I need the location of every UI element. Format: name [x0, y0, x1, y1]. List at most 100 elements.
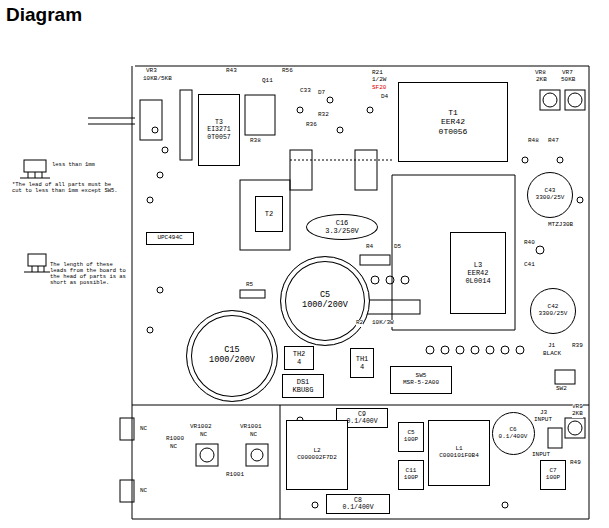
component-box: L1C000101F0B4 — [428, 420, 490, 486]
part-text: L2 — [313, 448, 320, 455]
part-text: KBU8G — [292, 386, 313, 394]
part-label: R4 — [366, 244, 373, 251]
part-text: EER42 — [441, 117, 465, 126]
component-box: UPC494C — [146, 232, 194, 245]
part-label: R5 — [246, 282, 253, 289]
trimmer — [540, 90, 560, 110]
part-label: C41 — [524, 262, 535, 269]
part-label: NC — [200, 432, 207, 439]
part-text: 0T0056 — [439, 127, 468, 136]
component-box: C11100P — [398, 460, 424, 490]
part-label: C33 — [300, 88, 311, 95]
part-label: R38 — [250, 138, 261, 145]
component-box: L2C000002F7D2 — [286, 420, 348, 490]
component-box: L3EER420L0014 — [450, 232, 506, 314]
part-text: EER42 — [467, 269, 488, 277]
component-box: DS1KBU8G — [282, 374, 324, 398]
trimmer — [568, 421, 582, 435]
capacitor-circle: C51000/200V — [280, 256, 370, 346]
part-label: J1 — [548, 343, 555, 350]
part-label: J3 — [540, 410, 547, 417]
shaft — [88, 118, 135, 119]
diagram-title: Diagram — [6, 4, 82, 26]
part-text: UPC494C — [157, 235, 182, 242]
part-text: C5 — [320, 291, 330, 301]
part-text: C000002F7D2 — [297, 455, 337, 462]
part-text: C11 — [406, 468, 417, 475]
capacitor-circle: C163.3/250V — [306, 214, 378, 240]
component-box: T3EI32710T0057 — [198, 94, 240, 166]
component-box: SW5MSR-5-2A00 — [390, 366, 452, 394]
jack — [120, 418, 134, 440]
part-label: 2KB — [536, 77, 547, 84]
part-label: MTZJ30B — [548, 222, 573, 229]
component-box: TH14 — [350, 348, 374, 378]
part-label: VR7 — [562, 70, 573, 77]
component-box: C5100P — [398, 422, 424, 452]
part-text: 100P — [404, 437, 418, 444]
part-label: SW2 — [556, 386, 567, 393]
part-label: R40 — [524, 240, 535, 247]
component-outline — [355, 150, 377, 190]
part-text: 1000/200V — [302, 301, 348, 311]
knob — [251, 449, 263, 461]
note-text: The length of these leads from the board… — [50, 262, 130, 286]
part-text: C15 — [224, 346, 239, 356]
part-text: 100P — [404, 475, 418, 482]
capacitor-circle: C151000/200V — [186, 310, 278, 402]
section-line — [132, 405, 589, 406]
part-label: 10KB/5KB — [143, 76, 172, 83]
trimmer — [565, 418, 585, 438]
part-label: R48 — [528, 138, 539, 145]
knob — [246, 444, 268, 466]
part-label: R39 — [572, 343, 583, 350]
component-box: TH24 — [284, 346, 314, 370]
part-label: R36 — [306, 122, 317, 129]
part-label: NC — [250, 432, 257, 439]
part-label: D5 — [394, 244, 401, 251]
part-text: DS1 — [297, 378, 310, 386]
part-text: 4 — [297, 358, 301, 366]
part-text: C5 — [407, 430, 414, 437]
part-label: R43 — [226, 68, 237, 75]
resistor-symbol — [360, 255, 390, 265]
component-box: C7100P — [540, 460, 566, 490]
component-outline — [245, 95, 275, 135]
part-label: 10K/3W — [372, 320, 394, 327]
capacitor-circle: C433300/25V — [527, 172, 573, 218]
capacitor-circle: C60.1/400V — [492, 412, 535, 455]
part-text: 0L0014 — [465, 277, 490, 285]
pot-body — [140, 100, 162, 140]
part-text: MSR-5-2A00 — [403, 380, 439, 387]
part-text: C9 — [358, 411, 366, 418]
part-text: C6 — [509, 427, 516, 434]
trimmer — [568, 93, 582, 107]
part-label: D4 — [381, 94, 388, 101]
part-text: 0T0057 — [207, 134, 230, 141]
part-text: C8 — [354, 497, 362, 504]
part-label: 1/2W — [372, 77, 386, 84]
part-text: C43 — [545, 188, 556, 195]
note-text: *The lead of all parts must be cut to le… — [12, 182, 124, 194]
part-text: C000101F0B4 — [439, 453, 479, 460]
part-label: VR8 — [535, 70, 546, 77]
shaft — [88, 124, 135, 125]
part-text: TH2 — [293, 350, 306, 358]
part-text: 0.1/400V — [346, 418, 377, 425]
part-text: L3 — [474, 261, 482, 269]
component-outline — [290, 150, 312, 190]
part-label: R1000 — [166, 436, 184, 443]
part-label: BLACK — [543, 351, 561, 358]
part-text: 0.1/400V — [499, 434, 528, 441]
part-text: 4 — [360, 363, 364, 371]
part-label: 2KB — [572, 411, 583, 418]
part-label: VR3 — [146, 68, 157, 75]
trimmer — [543, 93, 557, 107]
part-label: SF20 — [372, 85, 386, 92]
part-label: R56 — [282, 68, 293, 75]
part-text: 100P — [546, 475, 560, 482]
part-label: INPUT — [532, 452, 550, 459]
capacitor-circle: C423300/25V — [530, 288, 576, 334]
part-label: INPUT — [534, 417, 552, 424]
part-text: T1 — [448, 108, 458, 117]
